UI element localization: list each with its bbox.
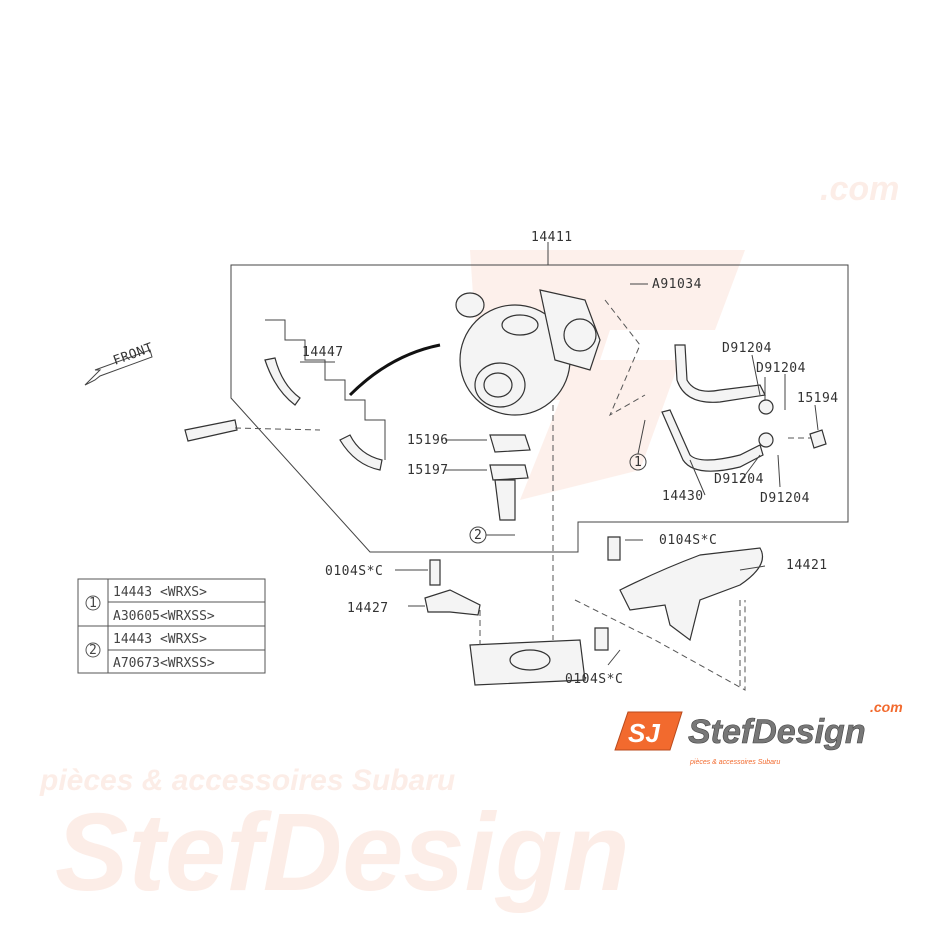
lower-parts [395, 536, 766, 691]
legend-row: A30605<WRXSS> [113, 609, 215, 624]
label-14430: 14430 [662, 489, 704, 504]
label-d91204-3: D91204 [714, 472, 764, 487]
label-14421: 14421 [786, 558, 828, 573]
logo-tagline: pièces & accessoires Subaru [689, 759, 780, 766]
label-15194: 15194 [797, 391, 839, 406]
label-15197: 15197 [407, 463, 449, 478]
callout-1: 1 [634, 455, 642, 470]
legend-row: 14443 <WRXS> [113, 585, 207, 600]
label-0104sc-1: 0104S*C [659, 533, 717, 548]
assembly-frame [230, 242, 849, 553]
logo-brand: StefDesign [688, 713, 866, 751]
hose-assembly [184, 319, 441, 471]
watermark-domain: .com [820, 170, 899, 208]
stefdesign-logo: SJ StefDesign .com pièces & accessoires … [614, 699, 903, 766]
callout-2: 2 [474, 528, 482, 543]
logo-mark: SJ [628, 718, 660, 748]
legend-row: A70673<WRXSS> [113, 656, 215, 671]
legend-ref-1: 1 [89, 596, 97, 611]
label-14411: 14411 [531, 230, 573, 245]
oil-pipe [604, 299, 827, 472]
watermark-brand: StefDesign [55, 791, 630, 914]
gaskets [445, 405, 554, 640]
label-d91204-4: D91204 [760, 491, 810, 506]
label-d91204-2: D91204 [756, 361, 806, 376]
turbocharger [455, 289, 601, 416]
label-15196: 15196 [407, 433, 449, 448]
label-14447: 14447 [302, 345, 344, 360]
front-label: FRONT [111, 340, 155, 368]
label-0104sc-3: 0104S*C [565, 672, 623, 687]
label-d91204-1: D91204 [722, 341, 772, 356]
legend-row: 14443 <WRXS> [113, 632, 207, 647]
legend-ref-2: 2 [89, 643, 97, 658]
watermark: StefDesign .com pièces & accessoires Sub… [39, 170, 899, 914]
logo-domain: .com [870, 699, 903, 715]
front-arrow: FRONT [84, 340, 155, 386]
label-a91034: A91034 [652, 277, 702, 292]
label-0104sc-2: 0104S*C [325, 564, 383, 579]
watermark-tagline: pièces & accessoires Subaru [39, 764, 455, 797]
label-14427: 14427 [347, 601, 389, 616]
legend-table: 1 2 14443 <WRXS> A30605<WRXSS> 14443 <WR… [77, 578, 266, 674]
